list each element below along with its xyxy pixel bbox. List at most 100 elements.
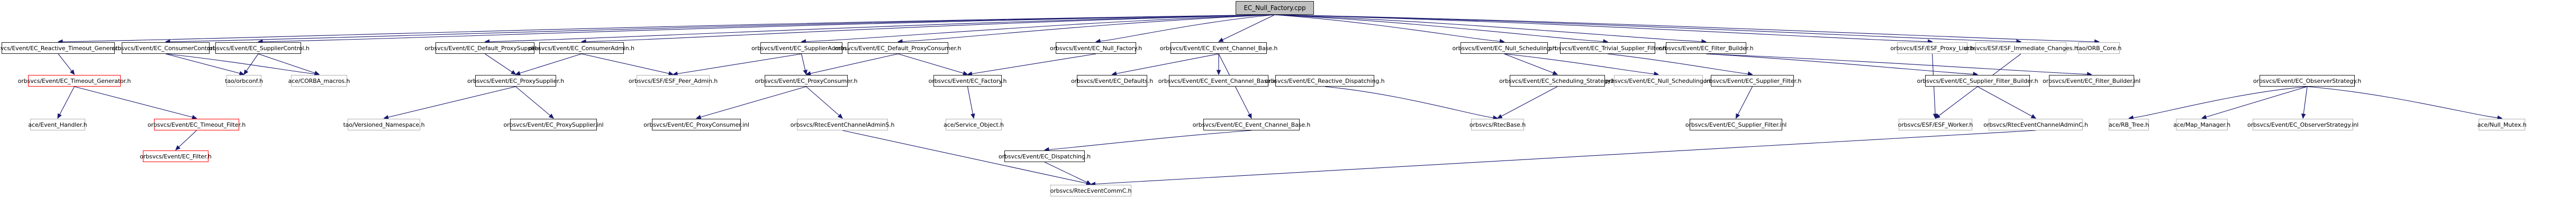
graph-node[interactable]: orbsvcs/Event/EC_Timeout_Generator.h [18,75,131,87]
graph-node[interactable]: orbsvcs/Event/EC_Null_Scheduling.inl [1605,75,1712,87]
edge-line [801,14,1275,42]
node-label: orbsvcs/Event/EC_Default_ProxySupplier.h [424,44,546,52]
edge-line [1044,130,1252,150]
graph-node[interactable]: ace/Service_Object.h [944,119,1004,130]
graph-node[interactable]: orbsvcs/Event/EC_Timeout_Filter.h [148,119,246,130]
edge-line [1607,53,1753,75]
edge-line [58,53,75,75]
graph-node[interactable]: orbsvcs/RtecBase.h [1469,119,1526,130]
graph-node[interactable]: tao/ORB_Core.h [2076,42,2121,54]
edge-arrowhead [803,69,808,76]
node-label: orbsvcs/Event/EC_Null_Factory.h [1049,44,1142,52]
node-label: orbsvcs/RtecEventChannelAdminS.h [790,121,895,128]
edge-arrowhead [2030,114,2037,119]
node-label: orbsvcs/Event/EC_Defaults.h [1071,77,1154,84]
graph-node[interactable]: tao/orbconf.h [225,75,263,87]
node-label: orbsvcs/Event/EC_Event_Channel_Base.h [1159,44,1278,52]
node-label: orbsvcs/Event/EC_Event_Channel_Base.inl [1158,77,1280,84]
graph-node[interactable]: orbsvcs/Event/EC_Event_Channel_Base.h [1160,42,1277,54]
edge-arrowhead [837,114,843,119]
graph-node[interactable]: orbsvcs/Event/EC_Null_Factory.h [1050,42,1142,54]
graph-node[interactable]: orbsvcs/Event/EC_ProxyConsumer.inl [643,119,749,130]
graph-node[interactable]: orbsvcs/Event/EC_Null_Scheduling.h [1453,42,1556,54]
node-label: orbsvcs/RtecEventChannelAdminC.h [1983,121,2088,128]
graph-node[interactable]: orbsvcs/Event/EC_SupplierAdmin.h [751,42,851,54]
graph-node[interactable]: orbsvcs/Event/EC_Reactive_Dispatching.h [1265,75,1385,87]
node-label: ace/Null_Mutex.h [2477,121,2527,128]
graph-node[interactable]: orbsvcs/Event/EC_Filter.h [140,150,212,162]
graph-node[interactable]: orbsvcs/ESF/ESF_Peer_Admin.h [629,75,718,87]
graph-node[interactable]: orbsvcs/Event/EC_Supplier_Filter.h [1703,75,1801,87]
graph-node[interactable]: orbsvcs/Event/EC_ConsumerAdmin.h [529,42,634,54]
graph-node[interactable]: orbsvcs/Event/EC_Scheduling_Strategy.h [1499,75,1616,87]
edge-line [258,53,320,75]
edge-arrowhead [1735,113,1740,119]
edge-line [1977,86,2036,119]
graph-node[interactable]: orbsvcs/Event/EC_Filter_Builder.inl [2043,75,2140,87]
graph-node[interactable]: ace/Null_Mutex.h [2477,119,2527,130]
graph-node[interactable]: orbsvcs/RtecEventCommC.h [1050,185,1132,196]
graph-node[interactable]: orbsvcs/Event/EC_Filter_Builder.h [1658,42,1754,54]
edge-line [1274,14,1933,42]
graph-node[interactable]: ace/Event_Handler.h [28,119,87,130]
edge-line [515,86,554,119]
edge-line [1274,14,1504,42]
node-label: orbsvcs/Event/EC_ObserverStrategy.h [2253,77,2362,84]
graph-node[interactable]: orbsvcs/Event/EC_Event_Channel_Base.inl [1158,75,1279,87]
graph-node[interactable]: ace/CORBA_macros.h [288,75,350,87]
graph-node[interactable]: orbsvcs/Event/EC_Trivial_Supplier_Filter… [1549,42,1666,54]
node-label: orbsvcs/Event/EC_Factory.h [928,77,1007,84]
graph-root-node[interactable]: EC_Null_Factory.cpp [1236,1,1314,15]
edge-line [1044,162,1091,185]
graph-node[interactable]: orbsvcs/Event/EC_Supplier_Filter.inl [1685,119,1786,130]
graph-node[interactable]: orbsvcs/ESF/ESF_Worker.h [1898,119,1973,130]
edge-arrowhead [2301,114,2306,119]
edge-line [1504,53,1659,75]
graph-node[interactable]: orbsvcs/ESF/ESF_Proxy_List.h [1890,42,1974,54]
edge-line [485,53,516,75]
node-label: orbsvcs/RtecBase.h [1469,121,1526,128]
graph-node[interactable]: orbsvcs/Event/EC_ObserverStrategy.h [2253,75,2361,87]
edge-arrowhead [1216,70,1221,76]
node-label: orbsvcs/ESF/ESF_Peer_Admin.h [628,77,718,84]
edge-line [2307,86,2502,119]
graph-node[interactable]: orbsvcs/RtecEventChannelAdminC.h [1983,119,2088,130]
graph-node[interactable]: orbsvcs/Event/EC_SupplierControl.h [207,42,310,54]
node-label: orbsvcs/RtecEventCommC.h [1050,187,1132,194]
node-label: ace/Map_Manager.h [2173,121,2230,128]
node-label: ace/Service_Object.h [944,121,1004,128]
edge-line [1112,53,1219,75]
graph-node[interactable]: ace/Map_Manager.h [2173,119,2230,130]
node-label: orbsvcs/ESF/ESF_Immediate_Changes.h [1964,44,2078,52]
edge-arrowhead [548,114,554,119]
graph-node[interactable]: orbsvcs/Event/EC_ObserverStrategy.inl [2247,119,2359,130]
graph-node[interactable]: orbsvcs/Event/EC_Reactive_Timeout_Genera… [0,42,129,54]
node-label: orbsvcs/Event/EC_Reactive_Timeout_Genera… [0,44,129,52]
graph-node[interactable]: tao/Versioned_Namespace.h [343,119,425,130]
edge-line [1325,86,1498,119]
node-label: orbsvcs/Event/EC_ProxyConsumer.inl [643,121,749,128]
graph-node[interactable]: orbsvcs/Event/EC_Default_ProxyConsumer.h [835,42,961,54]
graph-node[interactable]: orbsvcs/Event/EC_Dispatching.h [999,150,1091,162]
edge-arrowhead [2201,115,2207,119]
graph-node[interactable]: orbsvcs/Event/EC_ConsumerControl.h [112,42,220,54]
graph-node[interactable]: orbsvcs/Event/EC_Defaults.h [1071,75,1153,87]
graph-node[interactable]: orbsvcs/Event/EC_ProxySupplier.h [467,75,564,87]
edge-arrowhead [1552,70,1558,75]
edge-arrowhead [57,113,62,119]
edge-arrowhead [1247,113,1252,119]
graph-node[interactable]: ace/RB_Tree.h [2109,119,2149,130]
graph-node[interactable]: orbsvcs/RtecEventChannelAdminS.h [791,119,894,130]
edge-line [165,14,1275,42]
graph-node[interactable]: orbsvcs/Event/EC_Event_Channel_Base.h [1193,119,1310,130]
graph-node[interactable]: orbsvcs/Event/EC_Default_ProxySupplier.h [425,42,546,54]
node-label: orbsvcs/Event/EC_Trivial_Supplier_Filter… [1548,44,1667,52]
edge-arrowhead [1933,114,1938,119]
graph-node[interactable]: orbsvcs/ESF/ESF_Immediate_Changes.h [1964,42,2078,54]
edge-arrowhead [515,71,521,76]
graph-node[interactable]: orbsvcs/Event/EC_Supplier_Filter_Builder… [1917,75,2038,87]
graph-node[interactable]: orbsvcs/Event/EC_ProxySupplier.inl [504,119,604,130]
graph-node[interactable]: orbsvcs/Event/EC_Factory.h [929,75,1007,87]
graph-node[interactable]: orbsvcs/Event/EC_ProxyConsumer.h [755,75,858,87]
